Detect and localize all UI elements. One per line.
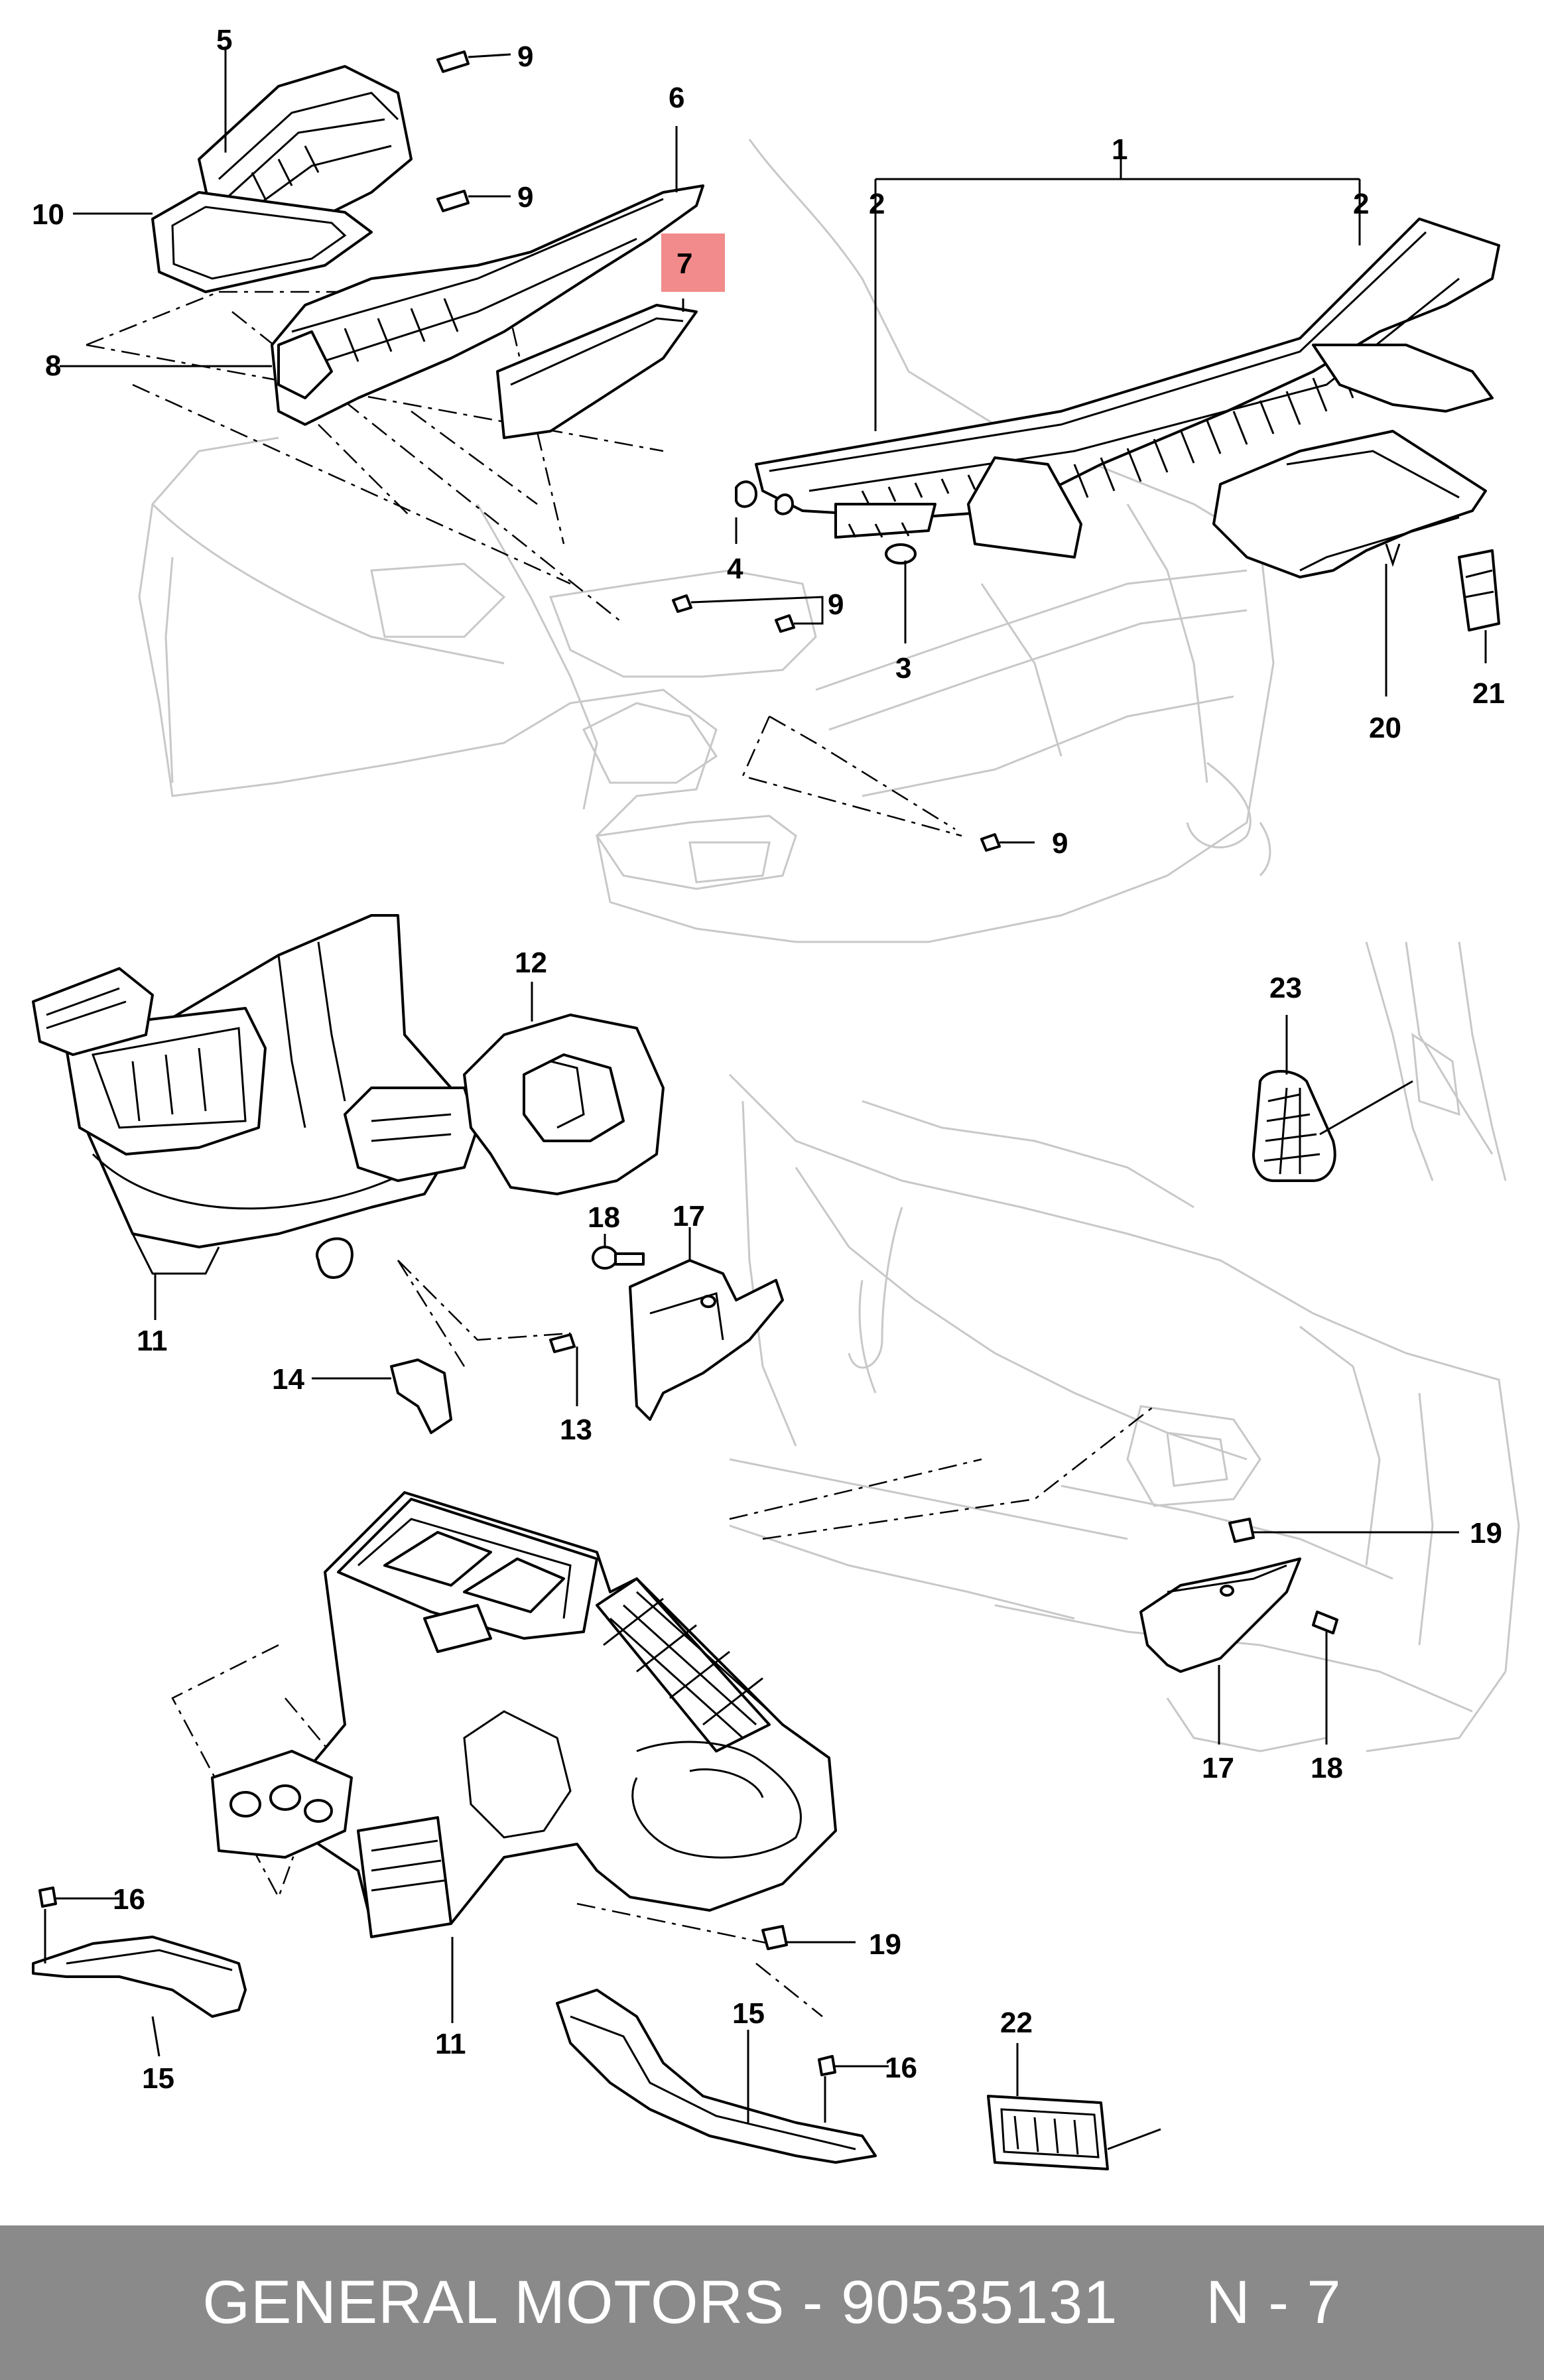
callout-9: 9: [517, 40, 533, 73]
clip-part-4: [735, 480, 757, 508]
callout-16: 16: [113, 1883, 145, 1916]
callout-15: 15: [732, 1997, 765, 2030]
callout-3: 3: [895, 652, 911, 685]
callout-20: 20: [1369, 712, 1401, 744]
callout-8: 8: [45, 350, 61, 382]
callout-11: 11: [435, 2028, 466, 2060]
callout-12: 12: [515, 947, 547, 979]
callout-9: 9: [517, 181, 533, 214]
callout-11: 11: [137, 1325, 168, 1357]
screw-part-13: [549, 1333, 578, 1406]
screw-part-18-lower: [1312, 1611, 1338, 1745]
leaders-1-2: [874, 159, 1361, 431]
clip-part-4b: [775, 494, 794, 515]
footer-caption: GENERAL MOTORS - 90535131 N - 7: [202, 2269, 1342, 2336]
cowl-grille-slats: [861, 364, 1354, 505]
callout-10: 10: [32, 198, 64, 231]
filter-housing-part-8: [60, 126, 704, 426]
callout-6: 6: [669, 82, 684, 114]
callout-2: 2: [1353, 188, 1369, 220]
highlight-box-7: [661, 233, 725, 292]
callout-9: 9: [828, 588, 844, 621]
bolt-part-3: [885, 543, 917, 643]
bracket-part-17-upper: [629, 1227, 784, 1421]
callout-4: 4: [727, 553, 743, 585]
bracket-part-17-lower: [1139, 1557, 1301, 1745]
footer-bar: GENERAL MOTORS - 90535131 N - 7: [0, 2225, 1544, 2380]
callout-7: 7: [676, 247, 692, 280]
callout-labels: 1 2 2 3 4 5 6 7 8 9 9 9 9 10 11 11 12 13…: [32, 24, 1505, 2095]
floor-duct-part-15-right: [556, 1989, 877, 2164]
callout-18: 18: [588, 1201, 620, 1234]
callout-19: 19: [1470, 1517, 1502, 1550]
seal-part-10: [73, 191, 373, 293]
callout-17: 17: [673, 1200, 705, 1232]
callout-15: 15: [142, 2062, 174, 2095]
callout-2: 2: [869, 188, 885, 220]
callout-13: 13: [560, 1414, 592, 1446]
clip-part-21: [1458, 549, 1500, 663]
callout-18: 18: [1311, 1752, 1343, 1784]
callout-23: 23: [1269, 972, 1302, 1004]
parts-diagram: 1 2 2 3 4 5 6 7 8 9 9 9 9 10 11 11 12 13…: [32, 24, 1520, 2170]
callout-9: 9: [1052, 827, 1068, 860]
callout-22: 22: [1000, 2007, 1033, 2039]
callout-19: 19: [869, 1928, 901, 1961]
seal-part-12: [463, 982, 665, 1195]
vent-grille-part-22: [987, 2043, 1161, 2170]
cabin-filter-part-7: [496, 298, 698, 439]
callout-17: 17: [1202, 1752, 1234, 1784]
hvac-module-part-11-upper: [32, 914, 479, 1320]
grommet-part-23: [1252, 1015, 1413, 1182]
floor-duct-part-15-left: [32, 1936, 247, 2057]
screw-part-18-upper: [592, 1234, 645, 1270]
panel-part-20: [1212, 430, 1487, 696]
clip-parts-16: [38, 1886, 889, 2123]
nut-parts-19: [761, 1518, 1459, 1950]
hvac-module-part-11-lower: [211, 1491, 837, 2023]
callout-16: 16: [885, 2052, 917, 2084]
cowl-vent-panel: [755, 218, 1500, 559]
callout-5: 5: [216, 24, 232, 56]
callout-21: 21: [1472, 677, 1505, 710]
duct-part-14: [312, 1358, 452, 1434]
lower-module-grille: [603, 1591, 771, 1739]
callout-1: 1: [1112, 133, 1127, 166]
screw-parts-9: [436, 50, 1035, 852]
callout-14: 14: [272, 1363, 304, 1396]
